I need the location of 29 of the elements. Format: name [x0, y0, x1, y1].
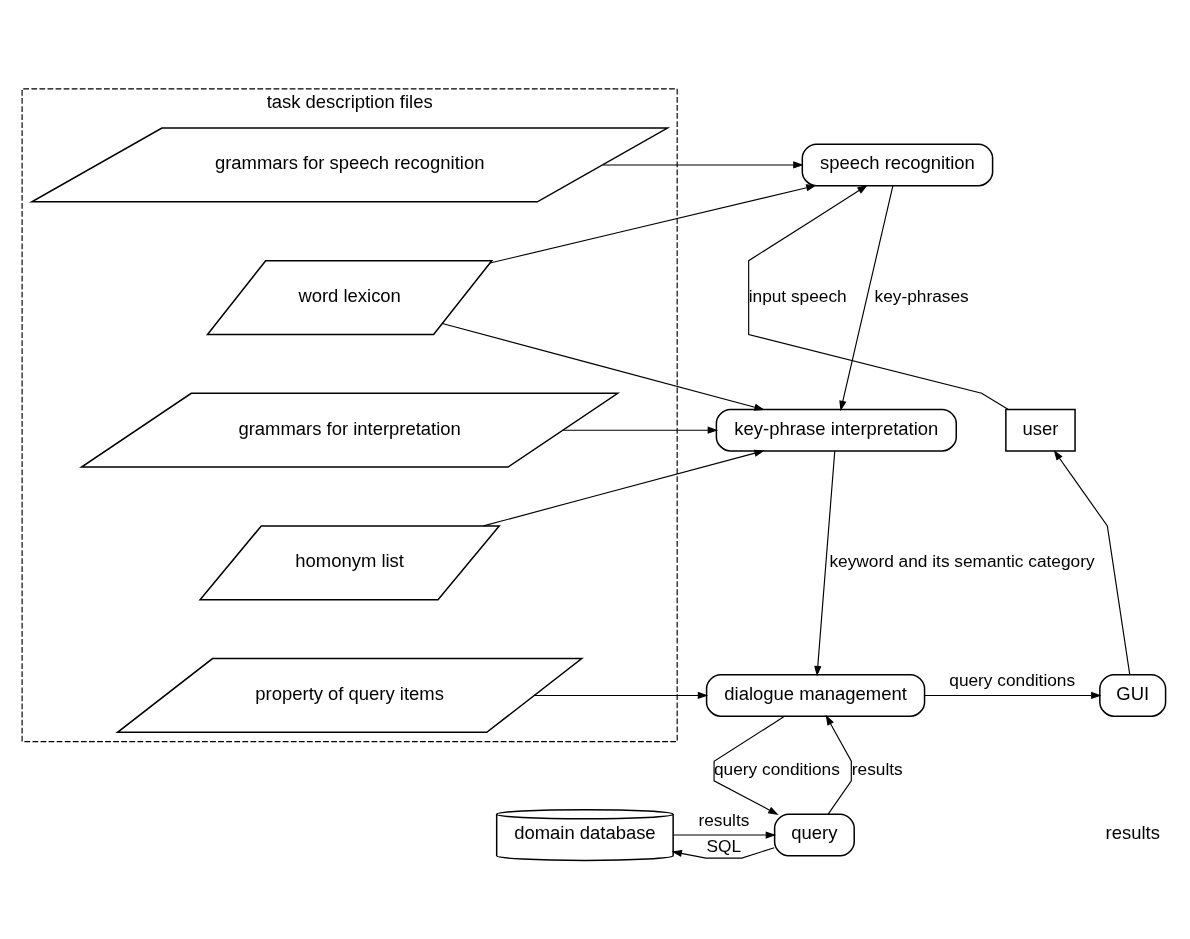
arrow [1053, 449, 1131, 675]
edge-label: results [698, 809, 750, 830]
edge-label: results [851, 758, 903, 779]
arrow [814, 450, 836, 676]
edge-label: input speech [748, 285, 847, 306]
label: results [1105, 821, 1160, 843]
arrow [602, 160, 804, 169]
arrow [482, 449, 765, 526]
edge-label: SQL [706, 835, 742, 856]
arrow [671, 846, 775, 859]
node-box: user [1005, 408, 1076, 452]
edge-label: key-phrases [874, 285, 969, 306]
arrow [489, 183, 817, 264]
arrow [533, 691, 709, 699]
arrow [825, 714, 852, 815]
node-box: GUI [1099, 673, 1167, 717]
arrow [924, 691, 1102, 699]
edge-label: keyword and its semantic category [829, 550, 1095, 571]
arrow [713, 715, 786, 815]
arrow [748, 184, 1009, 410]
node-box: query [773, 813, 855, 856]
arrow [839, 184, 894, 411]
arrow [672, 830, 777, 839]
edge-label: query conditions [949, 669, 1076, 690]
node-box: speech recognition [801, 142, 994, 186]
arrow [562, 426, 719, 434]
node-box: key-phrase interpretation [715, 408, 957, 452]
arrow [441, 322, 765, 411]
node-box: dialogue management [705, 673, 926, 717]
